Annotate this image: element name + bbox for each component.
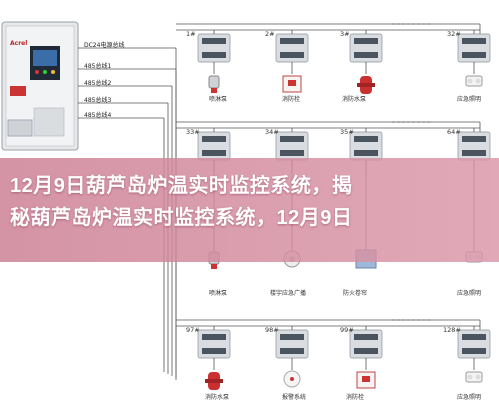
headline-line-1: 12月9日葫芦岛炉温实时监控系统，揭 xyxy=(10,175,353,197)
headline: 12月9日葫芦岛炉温实时监控系统，揭 秘葫芦岛炉温实时监控系统，12月9日 xyxy=(10,170,490,234)
bus-label-485-3: 485总线3 xyxy=(84,97,112,104)
bus-label-485-4: 485总线4 xyxy=(84,112,112,119)
module-terminal-icon xyxy=(202,334,226,340)
module-terminal-icon xyxy=(280,348,304,354)
module-terminal-icon xyxy=(280,38,304,44)
module-terminal-icon xyxy=(280,52,304,58)
module-number: 128# xyxy=(443,326,461,334)
pump-icon xyxy=(357,83,375,87)
module-terminal-icon xyxy=(354,150,378,156)
controller-brand: Acrel xyxy=(10,40,28,47)
module-number: 99# xyxy=(340,326,354,334)
emergency-light-icon xyxy=(467,374,473,380)
module-terminal-icon xyxy=(354,348,378,354)
module-number: 34# xyxy=(265,128,279,136)
bus-label-485-1: 485总线1 xyxy=(84,63,112,70)
sprinkler-icon xyxy=(208,75,220,89)
module-terminal-icon xyxy=(202,52,226,58)
device-label: 报警系统 xyxy=(282,394,307,401)
module-number: 32# xyxy=(447,30,461,38)
emergency-light-icon xyxy=(475,374,481,380)
module-terminal-icon xyxy=(462,136,486,142)
module-terminal-icon xyxy=(354,334,378,340)
module-number: 64# xyxy=(447,128,461,136)
emergency-light-icon xyxy=(467,78,473,84)
device-label: 消防栓 xyxy=(346,394,365,401)
module-terminal-icon xyxy=(202,38,226,44)
alarm-light-icon xyxy=(10,86,26,96)
pump-icon xyxy=(205,379,223,383)
device-label: 应急照明 xyxy=(457,394,482,401)
module-number: 3# xyxy=(340,30,350,38)
module-terminal-icon xyxy=(354,38,378,44)
module-number: 33# xyxy=(186,128,200,136)
module-terminal-icon xyxy=(280,136,304,142)
hydrant-button-icon xyxy=(288,80,296,86)
headline-line-2: 秘葫芦岛炉温实时监控系统，12月9日 xyxy=(10,207,353,229)
device-label: 应急照明 xyxy=(457,96,482,103)
module-terminal-icon xyxy=(280,334,304,340)
module-terminal-icon xyxy=(202,136,226,142)
module-terminal-icon xyxy=(462,150,486,156)
device-label: 消防水泵 xyxy=(342,96,367,103)
bus-label-dc24: DC24电源总线 xyxy=(84,42,125,49)
module-terminal-icon xyxy=(280,150,304,156)
device-label: 消防水泵 xyxy=(205,394,230,401)
module-terminal-icon xyxy=(462,334,486,340)
emergency-light-icon xyxy=(475,78,481,84)
alarm-detector-icon xyxy=(290,377,294,381)
bus-label-485-2: 485总线2 xyxy=(84,80,112,87)
module-terminal-icon xyxy=(462,52,486,58)
controller-cabinet xyxy=(1,21,79,151)
module-number: 98# xyxy=(265,326,279,334)
module-number: 97# xyxy=(186,326,200,334)
module-terminal-icon xyxy=(462,348,486,354)
device-label: 消防栓 xyxy=(282,96,301,103)
module-number: 2# xyxy=(265,30,275,38)
headline-banner xyxy=(0,158,499,262)
device-label: 应急照明 xyxy=(457,290,482,297)
device-label: 楼宇应急广播 xyxy=(270,290,307,297)
module-number: 1# xyxy=(186,30,196,38)
sprinkler-icon xyxy=(211,88,217,93)
device-label: 防火卷帘 xyxy=(343,290,368,297)
module-number: 35# xyxy=(340,128,354,136)
module-terminal-icon xyxy=(462,38,486,44)
module-terminal-icon xyxy=(354,136,378,142)
module-terminal-icon xyxy=(202,348,226,354)
module-terminal-icon xyxy=(354,52,378,58)
device-label: 喷淋泵 xyxy=(209,290,228,297)
module-terminal-icon xyxy=(202,150,226,156)
hydrant-button-icon xyxy=(362,376,370,382)
device-label: 喷淋泵 xyxy=(209,96,228,103)
sprinkler-icon xyxy=(211,264,217,269)
